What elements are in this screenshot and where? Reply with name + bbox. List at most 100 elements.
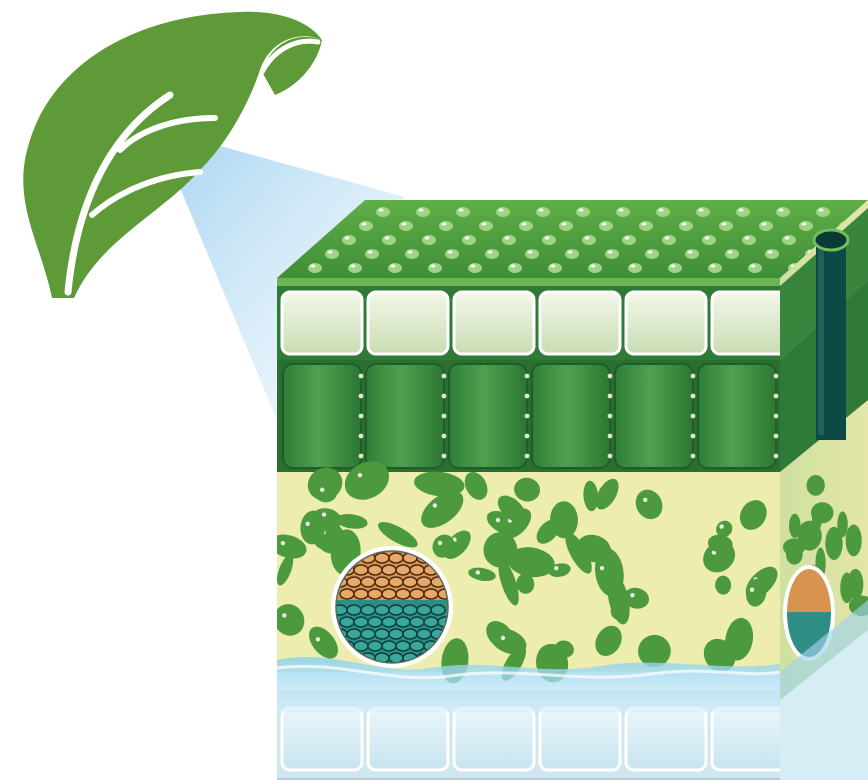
droplet — [502, 235, 516, 245]
phloem-cell — [395, 640, 411, 652]
droplet — [536, 207, 550, 217]
droplet — [496, 207, 510, 217]
droplet — [479, 221, 493, 231]
droplet — [428, 263, 442, 273]
spongy-cell — [468, 567, 496, 582]
xylem-cell — [346, 576, 362, 588]
spongy-cell — [319, 537, 338, 554]
palisade-cell — [282, 363, 362, 469]
spongy-cell — [739, 500, 767, 530]
epidermis-cell — [624, 290, 708, 356]
droplet — [342, 235, 356, 245]
droplet — [525, 249, 539, 259]
phloem-cell — [423, 616, 439, 628]
phloem-cell — [402, 604, 418, 616]
xylem-cell — [423, 588, 439, 600]
zoom-cone — [155, 128, 405, 420]
phloem-cell — [381, 616, 397, 628]
phloem-cell — [388, 652, 404, 663]
spongy-cell — [840, 572, 854, 604]
droplet — [668, 263, 682, 273]
spongy-cell — [595, 478, 619, 510]
spongy-cell — [635, 489, 663, 520]
water-layer — [277, 656, 780, 712]
droplet — [399, 221, 413, 231]
lower-epidermis-cell — [280, 706, 364, 772]
spongy-cell — [610, 601, 628, 620]
palisade-cell — [531, 363, 611, 469]
droplet — [736, 207, 750, 217]
phloem-cell — [409, 616, 425, 628]
spongy-cell — [746, 578, 767, 607]
droplet — [622, 235, 636, 245]
droplet — [565, 249, 579, 259]
spongy-cell — [335, 514, 368, 529]
phloem-cell — [346, 628, 362, 640]
spongy-cell — [344, 461, 390, 500]
lower-epidermis-cell — [452, 706, 536, 772]
droplet — [588, 263, 602, 273]
spongy-cell — [314, 482, 337, 503]
droplet — [708, 263, 722, 273]
droplet — [639, 221, 653, 231]
droplet — [776, 207, 790, 217]
spongy-cell — [516, 573, 535, 594]
xylem-cell — [360, 576, 376, 588]
xylem-cell — [416, 576, 432, 588]
droplet — [456, 207, 470, 217]
epidermis-cell — [710, 290, 780, 356]
xylem-cell — [395, 564, 411, 576]
phloem-cell — [430, 604, 446, 616]
xylem-cell — [402, 576, 418, 588]
lower-epidermis-cell — [624, 706, 708, 772]
phloem-cell — [360, 604, 376, 616]
droplet — [782, 235, 796, 245]
phloem-cell — [388, 604, 404, 616]
spongy-cell — [837, 511, 848, 538]
droplet — [799, 221, 813, 231]
droplet — [548, 263, 562, 273]
spongy-cell — [507, 547, 555, 578]
spongy-cell — [514, 477, 541, 502]
phloem-cell — [346, 604, 362, 616]
droplet — [359, 221, 373, 231]
droplet — [656, 207, 670, 217]
leaf-icon — [23, 11, 323, 298]
droplet — [508, 263, 522, 273]
droplet — [542, 235, 556, 245]
xylem-cell — [409, 564, 425, 576]
phloem-cell — [416, 604, 432, 616]
xylem-cell — [388, 552, 404, 564]
phloem-cell — [395, 616, 411, 628]
phloem-cell — [409, 640, 425, 652]
upper-cuticle — [277, 200, 868, 278]
spongy-cell — [277, 554, 294, 586]
droplet — [382, 235, 396, 245]
lower-epidermis-cell — [538, 706, 622, 772]
droplet — [422, 235, 436, 245]
phloem-cell — [381, 640, 397, 652]
spongy-cell — [595, 625, 622, 656]
droplet — [468, 263, 482, 273]
droplet — [816, 207, 830, 217]
droplet — [485, 249, 499, 259]
droplet — [685, 249, 699, 259]
droplet — [662, 235, 676, 245]
spongy-cell — [707, 534, 733, 553]
droplet — [748, 263, 762, 273]
droplet — [702, 235, 716, 245]
droplet — [576, 207, 590, 217]
phloem-cell — [353, 616, 369, 628]
spongy-cell — [421, 491, 464, 528]
droplet — [719, 221, 733, 231]
droplet — [325, 249, 339, 259]
spongy-cell — [300, 510, 326, 545]
spongy-cell — [309, 626, 338, 659]
phloem-cell — [367, 616, 383, 628]
spongy-cell — [464, 471, 488, 500]
droplet — [725, 249, 739, 259]
spongy-cell — [554, 640, 574, 658]
xylem-cell — [367, 564, 383, 576]
